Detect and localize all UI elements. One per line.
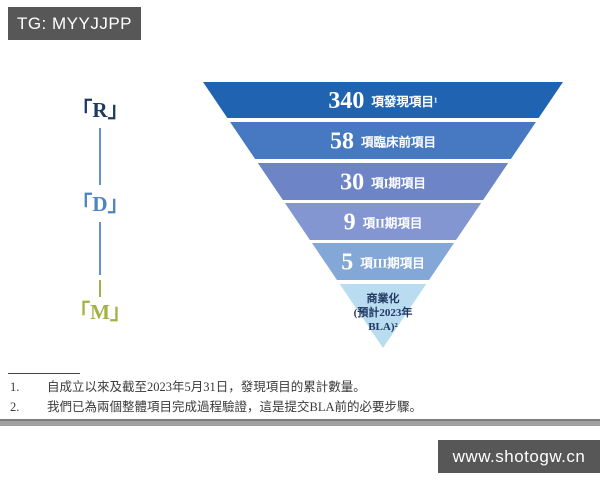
funnel-stage-4	[284, 203, 482, 240]
watermark-banner-bottom: www.shotogw.cn	[438, 440, 600, 473]
pipeline-letter-r: 「R」	[71, 98, 129, 122]
footnote-2-marker: 2.	[10, 400, 20, 414]
funnel-apex	[339, 284, 427, 348]
pipeline-letter-m: 「M」	[69, 300, 131, 324]
footnote-1-text: 自成立以來及截至2023年5月31日，發現項目的累計數量。	[47, 380, 366, 394]
funnel-stage-3	[257, 163, 509, 200]
pipeline-letter-d: 「D」	[71, 192, 129, 216]
connector-line-r-d	[99, 128, 101, 185]
funnel-stage-2	[230, 122, 536, 159]
footnote-2-text: 我們已為兩個整體項目完成過程驗證，這是提交BLA前的必要步驟。	[47, 400, 423, 414]
footnote-2: 2. 我們已為兩個整體項目完成過程驗證，這是提交BLA前的必要步驟。	[0, 399, 560, 416]
funnel-stage-1	[203, 82, 563, 118]
footnote-1: 1. 自成立以來及截至2023年5月31日，發現項目的累計數量。	[0, 379, 560, 396]
footnote-divider	[8, 373, 80, 374]
connector-line-d-m-olive	[99, 280, 101, 297]
funnel-apex-line-3: BLA)²	[368, 321, 398, 333]
funnel-apex-line-2: (預計2023年	[354, 305, 413, 319]
watermark-banner-top: TG: MYYJJPP	[8, 7, 141, 40]
connector-line-d-m-blue	[99, 222, 101, 275]
funnel-stage-5	[311, 243, 455, 280]
separator-bar	[0, 419, 600, 426]
funnel-apex-line-1: 商業化	[367, 291, 400, 305]
footnote-1-marker: 1.	[10, 380, 20, 394]
